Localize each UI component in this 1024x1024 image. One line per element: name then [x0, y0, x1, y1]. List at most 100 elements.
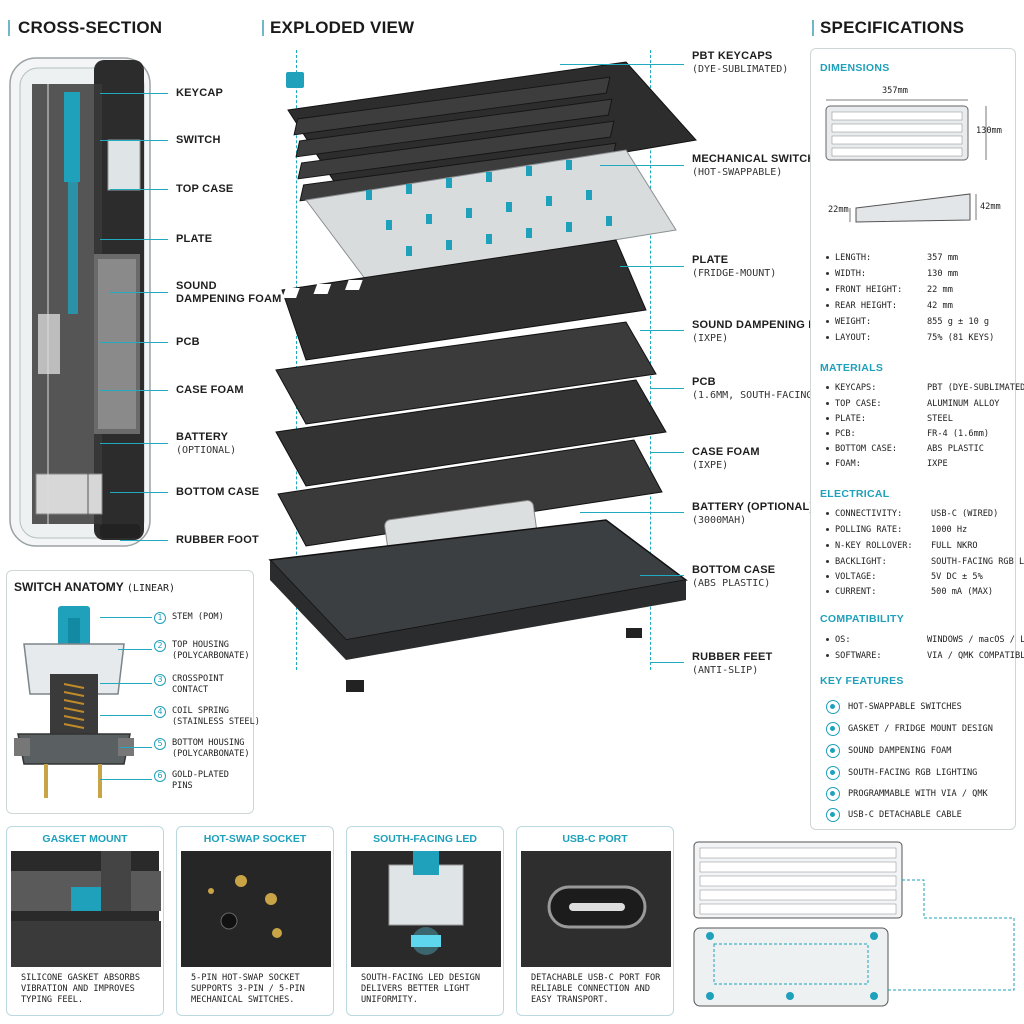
dim-depth: 130mm — [976, 126, 1002, 136]
spec-electrical-title: ELECTRICAL — [820, 488, 890, 500]
exploded-sub-plate: (FRIDGE-MOUNT) — [692, 268, 777, 279]
cross-label-bottom-case: BOTTOM CASE — [176, 486, 260, 498]
spec-features-title: KEY FEATURES — [820, 675, 904, 687]
cross-label-battery: BATTERY — [176, 431, 229, 443]
keycap-layer — [286, 61, 697, 202]
exploded-label-case-foam: CASE FOAM — [692, 446, 760, 458]
card-title: GASKET MOUNT — [42, 833, 128, 845]
exploded-label-switches: MECHANICAL SWITCHES — [692, 153, 831, 165]
electrical-row-voltage: VOLTAGE:5V DC ± 5% — [826, 572, 983, 583]
dim-front: 22mm — [828, 205, 849, 215]
exploded-sub-battery: (3000mAh) — [692, 515, 747, 526]
usb-icon — [826, 808, 840, 822]
dimension-diagrams — [825, 99, 987, 223]
anatomy-part-top-housing: 2 TOP HOUSING(POLYCARBONATE) — [154, 640, 250, 662]
cross-label-dampening-foam: DAMPENING FOAM — [176, 293, 282, 305]
exploded-view-title: EXPLODED VIEW — [270, 18, 415, 37]
anatomy-part-bottom-housing: 5 BOTTOM HOUSING(POLYCARBONATE) — [154, 738, 250, 760]
cross-label-switch: SWITCH — [176, 134, 221, 146]
exploded-sub-foam: (IXPE) — [692, 333, 729, 344]
cross-label-pcb: PCB — [176, 336, 200, 348]
electrical-row-polling: POLLING RATE:1000 Hz — [826, 525, 967, 536]
material-row-keycaps: KEYCAPS:PBT (DYE-SUBLIMATED) — [826, 383, 1024, 394]
exploded-sub-pcb: (1.6mm, SOUTH-FACING) — [692, 390, 819, 401]
feature-rgb: SOUTH-FACING RGB LIGHTING — [826, 766, 977, 780]
feature-gasket: GASKET / FRIDGE MOUNT DESIGN — [826, 722, 993, 736]
usb-c-illustration — [521, 851, 671, 967]
spec-row-rear-height: REAR HEIGHT:42 mm — [826, 301, 953, 312]
spec-row-front-height: FRONT HEIGHT:22 mm — [826, 285, 953, 296]
card-hot-swap-socket: HOT-SWAP SOCKET 5-PIN HOT-SWAP SOCKET SU… — [176, 826, 334, 1016]
exploded-view-diagram — [266, 61, 697, 692]
material-row-plate: PLATE:STEEL — [826, 414, 953, 425]
cross-label-optional: (OPTIONAL) — [176, 445, 237, 456]
cross-label-top-case: TOP CASE — [176, 183, 234, 195]
spec-row-layout: LAYOUT:75% (81 KEYS) — [826, 333, 994, 344]
spec-row-width: WIDTH:130 mm — [826, 269, 958, 280]
hot-swap-illustration — [181, 851, 331, 967]
material-row-foam: FOAM:IXPE — [826, 459, 948, 470]
material-row-top-case: TOP CASE:ALUMINUM ALLOY — [826, 399, 999, 410]
switch-layer — [305, 149, 677, 281]
program-icon — [826, 787, 840, 801]
card-title: HOT-SWAP SOCKET — [203, 833, 307, 845]
card-gasket-mount: GASKET MOUNT SILICONE GASKET ABSORBS VIB… — [6, 826, 164, 1016]
electrical-row-connectivity: CONNECTIVITY:USB-C (WIRED) — [826, 509, 998, 520]
card-south-facing-led: SOUTH-FACING LED SOUTH-FACING LED DESIGN… — [346, 826, 504, 1016]
hot-swap-icon — [826, 700, 840, 714]
cross-label-plate: PLATE — [176, 233, 213, 245]
exploded-sub-case-foam: (IXPE) — [692, 460, 729, 471]
dim-rear: 42mm — [980, 202, 1001, 212]
exploded-sub-switches: (HOT-SWAPPABLE) — [692, 167, 783, 178]
card-description: DETACHABLE USB-C PORT FOR RELIABLE CONNE… — [531, 973, 661, 1005]
exploded-label-foam: SOUND DAMPENING FOAM — [692, 319, 842, 331]
exploded-sub-rubber-feet: (ANTI-SLIP) — [692, 665, 759, 676]
exploded-label-pcb: PCB — [692, 376, 716, 388]
switch-anatomy-subtitle: (LINEAR) — [126, 583, 176, 594]
specifications-panel — [810, 48, 1016, 830]
cross-label-sound: SOUND — [176, 280, 217, 292]
anatomy-part-spring: 4 COIL SPRING(STAINLESS STEEL) — [154, 706, 260, 728]
dim-width: 357mm — [882, 86, 908, 96]
card-description: 5-PIN HOT-SWAP SOCKET SUPPORTS 3-PIN / 5… — [191, 973, 305, 1005]
feature-usb-c: USB-C DETACHABLE CABLE — [826, 808, 962, 822]
feature-hot-swap: HOT-SWAPPABLE SWITCHES — [826, 700, 962, 714]
card-description: SOUTH-FACING LED DESIGN DELIVERS BETTER … — [361, 973, 480, 1005]
switch-anatomy-diagram — [14, 606, 134, 798]
exploded-sub-keycaps: (DYE-SUBLIMATED) — [692, 64, 789, 75]
exploded-label-keycaps: PBT KEYCAPS — [692, 50, 773, 62]
spec-dimensions-title: DIMENSIONS — [820, 62, 890, 74]
spec-materials-title: MATERIALS — [820, 362, 884, 374]
electrical-row-current: CURRENT:500 mA (MAX) — [826, 587, 993, 598]
cross-label-keycap: KEYCAP — [176, 87, 224, 99]
switch-anatomy-title: SWITCH ANATOMY — [14, 580, 124, 594]
anatomy-part-stem: 1 STEM (POM) — [154, 612, 224, 624]
led-illustration — [351, 851, 501, 967]
spec-row-length: LENGTH:357 mm — [826, 253, 958, 264]
foam-icon — [826, 744, 840, 758]
electrical-row-nkro: N-KEY ROLLOVER:FULL NKRO — [826, 541, 978, 552]
gasket-icon — [826, 722, 840, 736]
exploded-label-rubber-feet: RUBBER FEET — [692, 651, 773, 663]
card-title: USB-C PORT — [562, 833, 628, 845]
spec-row-weight: WEIGHT:855 g ± 10 g — [826, 317, 989, 328]
cross-label-rubber-foot: RUBBER FOOT — [176, 534, 259, 546]
card-description: SILICONE GASKET ABSORBS VIBRATION AND IM… — [21, 973, 140, 1005]
compat-row-os: OS:WINDOWS / macOS / LINUX — [826, 635, 1024, 646]
exploded-label-bottom-case: BOTTOM CASE — [692, 564, 776, 576]
gasket-mount-illustration — [11, 851, 161, 967]
cross-section-title: CROSS-SECTION — [18, 18, 163, 37]
feature-via-qmk: PROGRAMMABLE WITH VIA / QMK — [826, 787, 988, 801]
electrical-row-backlight: BACKLIGHT:SOUTH-FACING RGB LED — [826, 557, 1024, 568]
keyboard-top-bottom-views — [693, 841, 1015, 1007]
card-usb-c-port: USB-C PORT DETACHABLE USB-C PORT FOR REL… — [516, 826, 674, 1016]
exploded-sub-bottom-case: (ABS PLASTIC) — [692, 578, 771, 589]
material-row-pcb: PCB:FR-4 (1.6mm) — [826, 429, 989, 440]
spec-compat-title: COMPATIBILITY — [820, 613, 905, 625]
exploded-label-battery: BATTERY (OPTIONAL) — [692, 501, 814, 513]
light-icon — [826, 766, 840, 780]
compat-row-software: SOFTWARE:VIA / QMK COMPATIBLE — [826, 651, 1024, 662]
cross-label-case-foam: CASE FOAM — [176, 384, 244, 396]
